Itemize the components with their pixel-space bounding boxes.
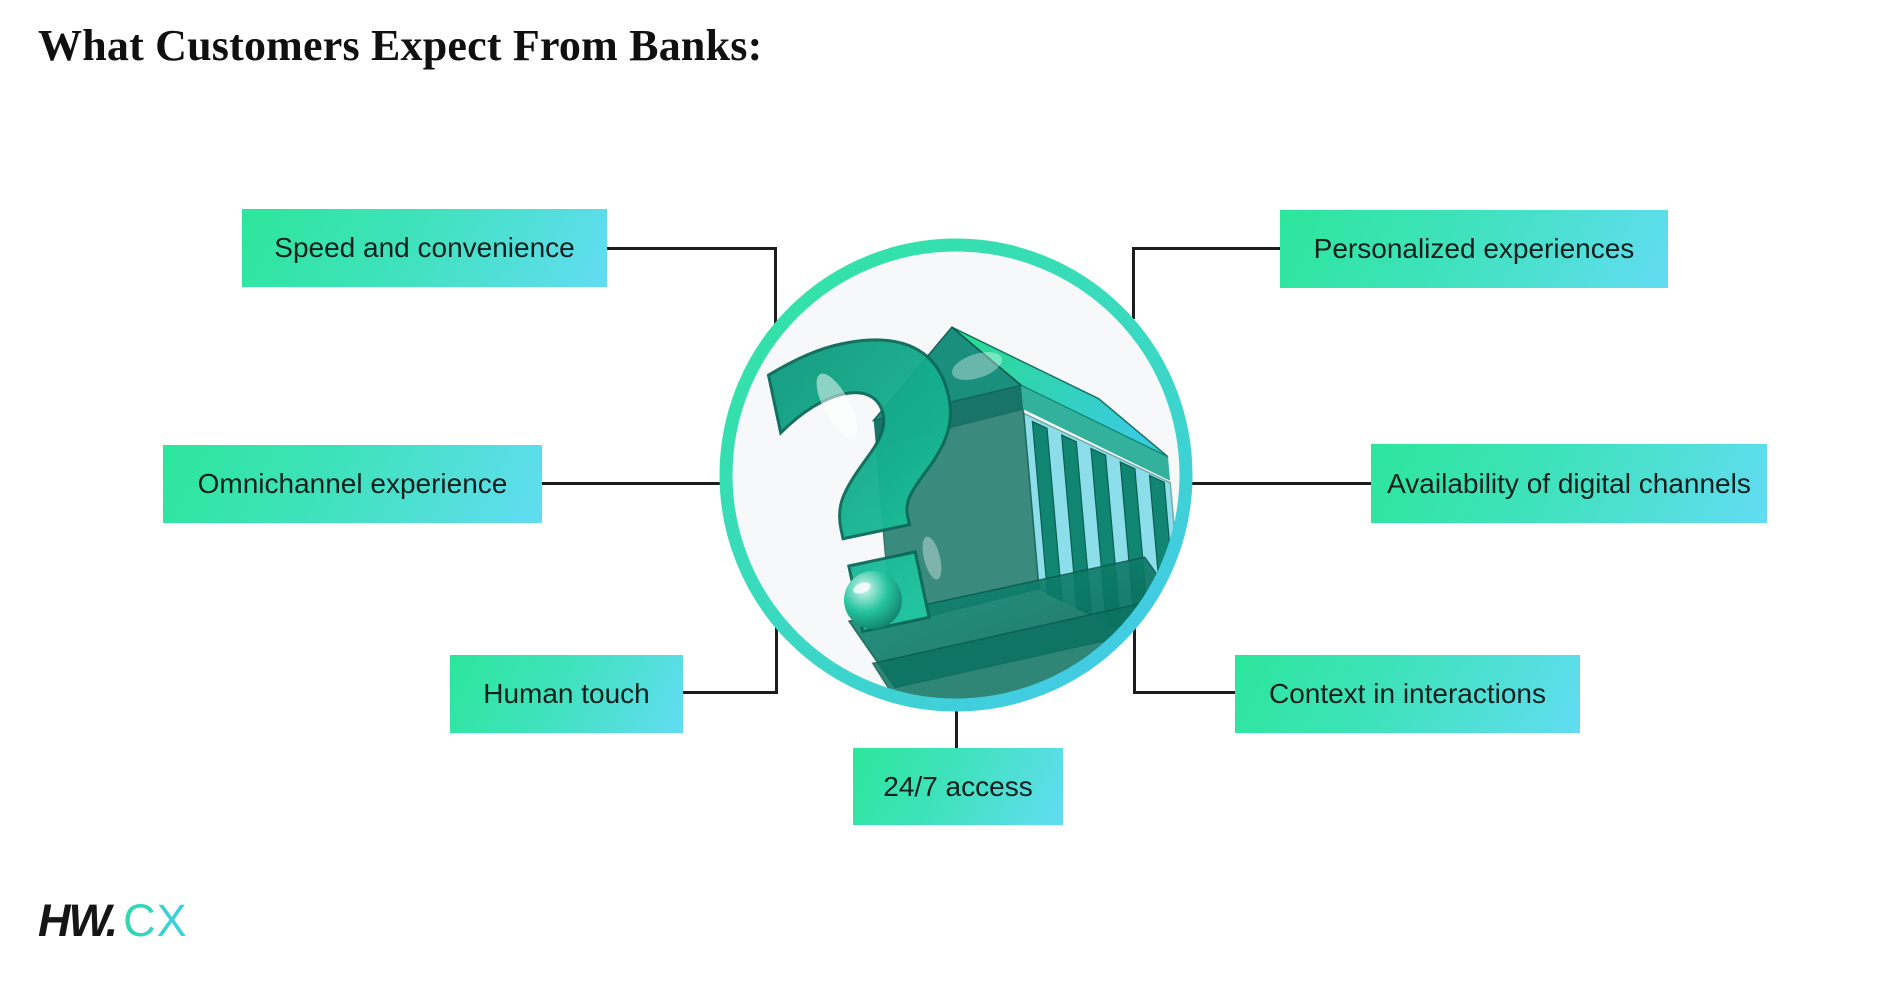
- connector-line: [607, 247, 777, 250]
- expectation-label: Human touch: [483, 678, 650, 709]
- expectation-box-personalized: Personalized experiences: [1280, 210, 1668, 288]
- expectation-box-access: 24/7 access: [853, 748, 1063, 825]
- logo-hw-text: HW.: [38, 895, 118, 946]
- hw-cx-logo: HW. CX: [38, 898, 188, 943]
- expectation-box-omnichannel: Omnichannel experience: [163, 445, 542, 523]
- connector-line: [775, 627, 778, 694]
- connector-line: [1133, 621, 1136, 694]
- bank-building-icon: [847, 326, 1181, 700]
- expectation-label: Speed and convenience: [274, 232, 575, 263]
- connector-line: [1133, 691, 1235, 694]
- connector-line: [1132, 247, 1135, 319]
- expectation-box-speed: Speed and convenience: [242, 209, 607, 287]
- connector-line: [955, 709, 958, 749]
- expectation-box-human-touch: Human touch: [450, 655, 683, 733]
- page-title: What Customers Expect From Banks:: [38, 21, 763, 70]
- connector-line: [542, 482, 722, 485]
- center-illustration: ?: [719, 238, 1193, 712]
- connector-line: [683, 691, 778, 694]
- expectation-box-context: Context in interactions: [1235, 655, 1580, 733]
- expectation-label: Availability of digital channels: [1387, 467, 1751, 499]
- expectation-label: Personalized experiences: [1313, 233, 1635, 264]
- circle-ring: [719, 238, 1193, 712]
- expectation-box-availability: Availability of digital channels: [1371, 444, 1767, 523]
- question-dot: [844, 571, 902, 629]
- connector-line: [774, 247, 777, 325]
- connector-line: [1190, 482, 1371, 485]
- expectation-label: Context in interactions: [1268, 678, 1547, 709]
- expectation-label: Omnichannel experience: [197, 468, 508, 499]
- expectation-label: 24/7 access: [883, 770, 1033, 802]
- center-circle: ?: [719, 238, 1193, 712]
- connector-line: [1132, 247, 1280, 250]
- logo-cx-text: CX: [123, 895, 188, 946]
